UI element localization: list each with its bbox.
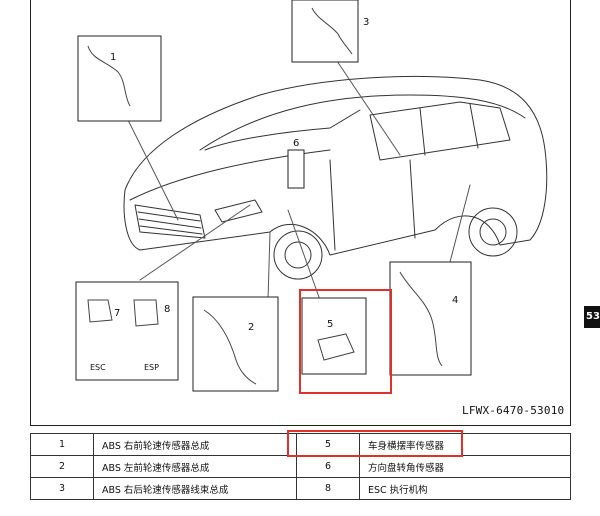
callout-5: 5 [327,319,333,330]
esp-label: ESP [144,363,159,372]
table-row: 2 ABS 左前轮速传感器总成 6 方向盘转角传感器 [30,455,571,478]
part-name: ABS 右后轮速传感器线束总成 [93,477,297,500]
figure-frame [30,0,571,426]
callout-1: 1 [110,52,116,63]
callout-3: 3 [363,17,369,28]
inset-5 [301,297,367,375]
part-number: 1 [30,433,94,456]
car-diagram: 1 2 3 4 5 6 7 8 ESC ESP [75,0,548,392]
car-headlight [214,199,263,223]
car-door-line [329,159,336,251]
inset-esc-esp [75,281,179,381]
inset-3 [291,0,359,63]
part-number: 6 [296,455,360,478]
part-name: ESC 执行机构 [359,477,571,500]
callout-2: 2 [248,322,254,333]
front-wheel [273,230,323,280]
car-side-windows [369,101,511,161]
part-number: 8 [296,477,360,500]
highlight-box-inset-5 [299,289,392,394]
callout-6: 6 [293,138,299,149]
callout-7: 7 [114,308,120,319]
car-roofline [199,94,526,151]
part-name: ABS 左前轮速传感器总成 [93,455,297,478]
car-windshield [204,109,361,151]
part-name: 方向盘转角传感器 [359,455,571,478]
car-grille [134,204,206,239]
inset-1 [77,35,162,122]
inset-6 [287,149,305,189]
table-row: 3 ABS 右后轮速传感器线束总成 8 ESC 执行机构 [30,477,571,500]
highlight-box-row-5 [287,430,463,457]
figure-code: LFWX-6470-53010 [462,404,565,417]
inset-4 [389,261,472,376]
car-body-outline [123,76,548,256]
part-name: ABS 右前轮速传感器总成 [93,433,297,456]
table-row: 1 ABS 右前轮速传感器总成 5 车身横摆率传感器 [30,433,571,456]
part-number: 2 [30,455,94,478]
page-tab: 53 [584,306,600,328]
part-number: 3 [30,477,94,500]
esc-label: ESC [90,363,106,372]
callout-8: 8 [164,304,170,315]
parts-table: 1 ABS 右前轮速传感器总成 5 车身横摆率传感器 2 ABS 左前轮速传感器… [30,433,571,500]
rear-wheel [468,207,518,257]
callout-4: 4 [452,295,458,306]
